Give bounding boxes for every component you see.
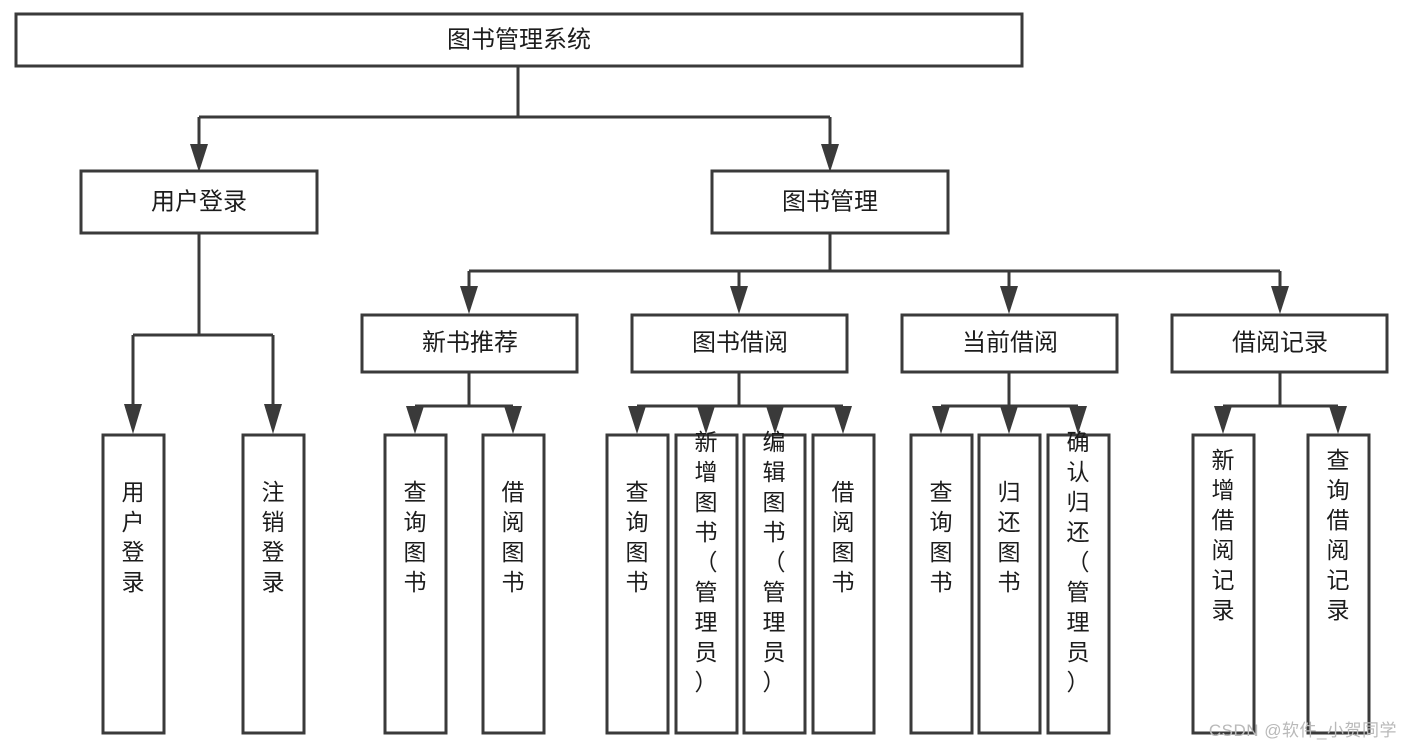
arrow-head-new-book-recommend [460, 286, 478, 314]
arrow-head-book-manage [821, 144, 839, 172]
node-leaf-query-book-1[interactable]: 查询图书 [383, 433, 448, 735]
node-leaf-logout-login[interactable]: 注销登录 [241, 433, 306, 735]
node-leaf-edit-book-admin-box[interactable] [742, 433, 807, 735]
node-leaf-user-login[interactable]: 用户登录 [101, 433, 166, 735]
connector-layer [124, 66, 1347, 434]
node-leaf-query-book-2-box[interactable] [605, 433, 670, 735]
arrow-head-leaf-query-record [1329, 406, 1347, 434]
arrow-head-leaf-edit-book [766, 406, 784, 434]
node-leaf-add-borrow-record-label: 新增借阅记录 [1212, 447, 1235, 623]
arrow-head-leaf-return-book [1000, 406, 1018, 434]
node-book-borrow-box[interactable] [630, 313, 849, 374]
node-user-login[interactable]: 用户登录 [79, 169, 319, 235]
node-current-borrow-label: 当前借阅 [962, 329, 1058, 356]
node-leaf-edit-book-admin[interactable]: 编辑图书（管理员） [742, 429, 807, 735]
node-leaf-confirm-return-admin-box[interactable] [1046, 433, 1111, 735]
arrow-head-leaf-logout [264, 404, 282, 434]
node-borrow-record[interactable]: 借阅记录 [1170, 313, 1389, 374]
node-leaf-borrow-book-2-box[interactable] [811, 433, 876, 735]
node-leaf-query-book-1-label: 查询图书 [404, 479, 427, 595]
node-root-box[interactable] [14, 12, 1024, 68]
arrow-head-leaf-add-record [1214, 406, 1232, 434]
node-leaf-borrow-book-1-label: 借阅图书 [502, 479, 525, 595]
node-borrow-record-box[interactable] [1170, 313, 1389, 374]
connector-book-borrow-to-leaves [635, 372, 845, 415]
arrow-head-book-borrow [730, 286, 748, 314]
node-leaf-add-borrow-record[interactable]: 新增借阅记录 [1191, 433, 1256, 735]
arrow-head-leaf-borrow-book-2 [834, 406, 852, 434]
node-leaf-borrow-book-1-box[interactable] [481, 433, 546, 735]
connector-user-login-to-leaves [131, 233, 275, 405]
arrow-head-leaf-confirm-return [1069, 406, 1087, 434]
arrow-head-current-borrow [1000, 286, 1018, 314]
node-leaf-add-borrow-record-box[interactable] [1191, 433, 1256, 735]
node-leaf-return-book-box[interactable] [977, 433, 1042, 735]
node-leaf-logout-login-label: 注销登录 [262, 479, 285, 595]
node-new-book-recommend[interactable]: 新书推荐 [360, 313, 579, 374]
node-current-borrow[interactable]: 当前借阅 [900, 313, 1119, 374]
node-leaf-borrow-book-2-label: 借阅图书 [832, 479, 855, 595]
connector-book-manage-to-level3 [467, 233, 1282, 298]
node-leaf-query-book-3[interactable]: 查询图书 [909, 433, 974, 735]
arrow-head-leaf-user-login [124, 404, 142, 434]
node-book-borrow[interactable]: 图书借阅 [630, 313, 849, 374]
node-user-login-box[interactable] [79, 169, 319, 235]
node-book-borrow-label: 图书借阅 [692, 329, 788, 356]
arrow-head-leaf-query-book-1 [406, 406, 424, 434]
connector-borrow-record-to-leaves [1221, 372, 1340, 415]
node-leaf-query-borrow-record[interactable]: 查询借阅记录 [1306, 433, 1371, 735]
node-leaf-borrow-book-1[interactable]: 借阅图书 [481, 433, 546, 735]
node-leaf-add-book-admin-label: 新增图书（管理员） [695, 429, 718, 695]
node-leaf-query-book-3-label: 查询图书 [930, 479, 953, 595]
node-leaf-query-book-2-label: 查询图书 [626, 479, 649, 595]
node-user-login-label: 用户登录 [151, 188, 247, 215]
node-leaf-query-book-3-box[interactable] [909, 433, 974, 735]
arrow-head-leaf-query-book-2 [628, 406, 646, 434]
node-new-book-recommend-box[interactable] [360, 313, 579, 374]
node-leaf-edit-book-admin-label: 编辑图书（管理员） [763, 429, 786, 695]
node-leaf-user-login-box[interactable] [101, 433, 166, 735]
node-leaf-logout-login-box[interactable] [241, 433, 306, 735]
node-leaf-add-book-admin-box[interactable] [674, 433, 739, 735]
node-root-label: 图书管理系统 [447, 26, 591, 53]
node-book-manage[interactable]: 图书管理 [710, 169, 950, 235]
arrow-head-leaf-add-book [697, 406, 715, 434]
node-leaf-confirm-return-admin-label: 确认归还（管理员） [1067, 429, 1090, 695]
node-leaf-query-book-2[interactable]: 查询图书 [605, 433, 670, 735]
arrow-head-leaf-query-book-3 [932, 406, 950, 434]
node-leaf-query-borrow-record-label: 查询借阅记录 [1327, 447, 1350, 623]
node-root[interactable]: 图书管理系统 [14, 12, 1024, 68]
node-leaf-add-book-admin[interactable]: 新增图书（管理员） [674, 429, 739, 735]
node-leaf-user-login-label: 用户登录 [122, 479, 145, 595]
node-leaf-query-borrow-record-box[interactable] [1306, 433, 1371, 735]
node-borrow-record-label: 借阅记录 [1232, 329, 1328, 356]
node-leaf-query-book-1-box[interactable] [383, 433, 448, 735]
node-book-manage-label: 图书管理 [782, 188, 878, 215]
node-leaf-return-book-label: 归还图书 [998, 479, 1021, 595]
node-leaf-return-book[interactable]: 归还图书 [977, 433, 1042, 735]
node-new-book-recommend-label: 新书推荐 [422, 329, 518, 356]
node-current-borrow-box[interactable] [900, 313, 1119, 374]
node-book-manage-box[interactable] [710, 169, 950, 235]
node-leaf-confirm-return-admin[interactable]: 确认归还（管理员） [1046, 429, 1111, 735]
connector-root-to-level2 [197, 66, 832, 155]
arrow-head-user-login [190, 144, 208, 172]
connector-new-book-recommend-to-leaves [413, 372, 515, 415]
node-leaf-borrow-book-2[interactable]: 借阅图书 [811, 433, 876, 735]
arrow-head-leaf-borrow-book-1 [504, 406, 522, 434]
arrow-head-borrow-record [1271, 286, 1289, 314]
